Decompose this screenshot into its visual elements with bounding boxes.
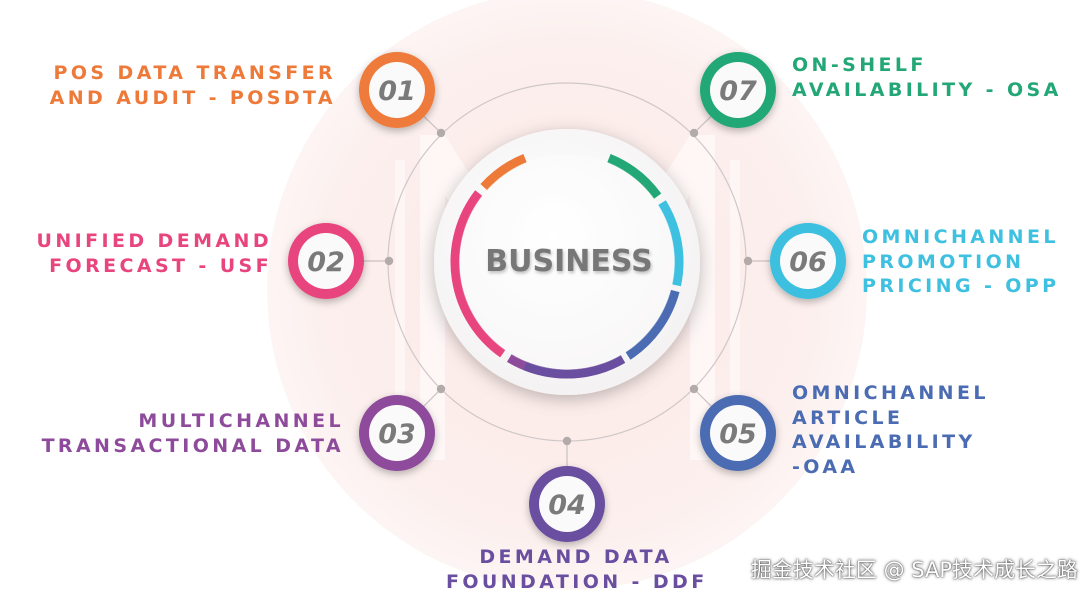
label-06-line: PROMOTION [862,250,1025,273]
label-03-line: MULTICHANNEL [138,410,344,432]
badge-face-04 [539,476,595,532]
hub-arc-07 [607,153,662,199]
connector-dot-05 [689,384,699,394]
badge-number-01: 01 [378,76,416,107]
connector-dot-06 [743,256,753,266]
hub-arc-02 [450,190,506,358]
connector-dot-03 [436,384,446,394]
hub-arc-05 [625,289,680,360]
badge-number-03: 03 [378,419,416,450]
badge-face-01 [369,62,425,118]
badge-face-07 [710,62,766,118]
connector-dot-04 [562,436,572,446]
label-07-line: ON-SHELF [792,54,927,76]
badge-face-03 [369,405,425,461]
label-01-line: POS DATA TRANSFER [53,62,336,84]
badge-face-02 [298,233,354,289]
badge-number-04: 04 [548,490,586,521]
badge-number-05: 05 [719,419,757,450]
label-01-line: AND AUDIT - POSDTA [49,86,336,109]
connector-dot-02 [384,256,394,266]
hub-label: BUSINESS [485,244,652,279]
badge-03: 03 [359,395,435,471]
watermark-text: 掘金技术社区 @ SAP技术成长之路 [750,558,1078,582]
label-07-line: AVAILABILITY - OSA [792,78,1062,101]
hub-arcs [450,153,684,379]
step-badges: 01 02 03 04 05 06 07 [288,52,846,542]
label-05-line: AVAILABILITY [792,431,976,453]
badge-number-02: 02 [307,247,345,278]
hub-arc-04 [523,355,626,379]
hub-disc [434,129,700,395]
label-02-line: UNIFIED DEMAND [36,230,272,252]
label-04-line: FOUNDATION - DDF [446,570,708,593]
label-03-line: TRANSACTIONAL DATA [41,434,344,457]
badge-number-07: 07 [719,76,757,107]
badge-02: 02 [288,223,364,299]
hub-arc-06 [658,200,684,287]
label-06-line: PRICING - OPP [862,275,1060,297]
badge-number-06: 06 [789,247,827,278]
label-05-line: -OAA [792,455,859,478]
connector-dot-01 [436,128,446,138]
label-05-line: OMNICHANNEL [792,382,989,404]
hub-arc-01 [480,153,527,191]
label-06-line: OMNICHANNEL [862,226,1059,248]
badge-06: 06 [770,223,846,299]
badge-05: 05 [700,395,776,471]
label-04-line: DEMAND DATA [479,546,673,568]
label-02-line: FORECAST - USF [49,254,272,277]
badge-face-05 [710,405,766,461]
badge-01: 01 [359,52,435,128]
badge-face-06 [780,233,836,289]
badge-04: 04 [529,466,605,542]
badge-07: 07 [700,52,776,128]
connector-dot-07 [689,128,699,138]
label-05-line: ARTICLE [792,406,904,429]
